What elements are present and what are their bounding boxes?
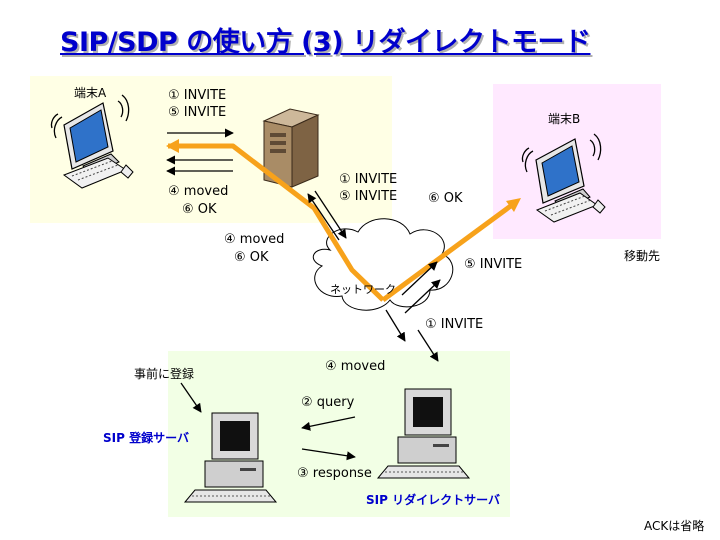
msg-ok-6-right: ⑥ OK	[428, 191, 463, 206]
terminal-b-label: 端末B	[548, 112, 581, 126]
page-title: SIP/SDP の使い方 (3) リダイレクトモード	[60, 27, 591, 58]
orange-signal-path-b	[381, 202, 514, 303]
msg-response-3: ③ response	[297, 466, 372, 481]
orange-signal-path-a	[168, 143, 385, 302]
msg-invite-5-top: ⑤ INVITE	[168, 105, 227, 120]
message-arrows	[166, 128, 441, 461]
msg-ok-6-mid: ⑥ OK	[234, 250, 269, 265]
msg-query-2: ② query	[301, 395, 355, 410]
sip-server-icon	[262, 108, 320, 188]
terminal-a-label: 端末A	[74, 86, 107, 100]
msg-ok-6-left: ⑥ OK	[182, 202, 217, 217]
terminal-a-computer-icon	[50, 94, 134, 189]
msg-invite-5-network: ⑤ INVITE	[464, 257, 523, 272]
pre-register-label: 事前に登録	[134, 367, 195, 381]
registration-server-label: SIP 登録サーバ	[103, 431, 189, 445]
move-destination-label: 移動先	[624, 249, 661, 263]
msg-invite-1-bottom: ① INVITE	[425, 317, 484, 332]
network-label: ネットワーク	[330, 283, 396, 296]
msg-invite-1-mid: ① INVITE	[339, 172, 398, 187]
orange-arrowhead-right	[506, 198, 521, 212]
redirect-server-computer-icon	[376, 388, 471, 479]
msg-invite-5-mid: ⑤ INVITE	[339, 189, 398, 204]
footnote-ack-omitted: ACKは省略	[644, 519, 705, 533]
msg-moved-4-left: ④ moved	[168, 184, 229, 199]
orange-arrowhead-left	[166, 139, 179, 153]
msg-invite-1-top: ① INVITE	[168, 88, 227, 103]
msg-moved-4-bottom: ④ moved	[325, 359, 386, 374]
registration-server-computer-icon	[183, 412, 278, 503]
redirect-server-label: SIP リダイレクトサーバ	[366, 493, 500, 507]
terminal-b-computer-icon	[521, 133, 606, 223]
msg-moved-4-mid: ④ moved	[224, 232, 285, 247]
